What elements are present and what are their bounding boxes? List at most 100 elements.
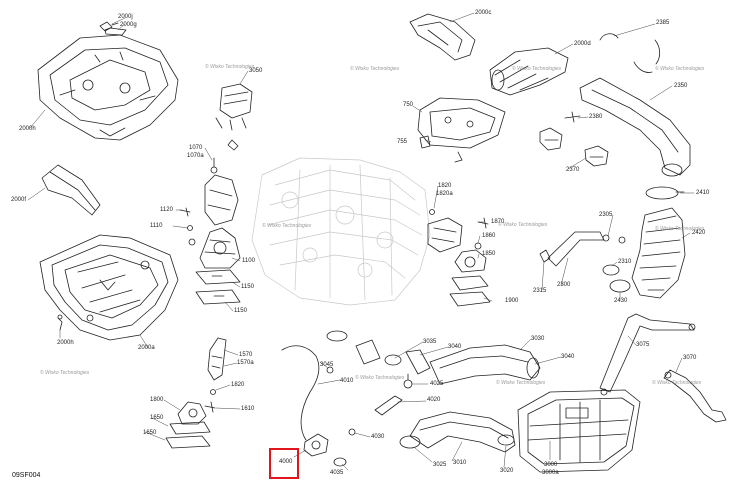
label-1860: 1860 <box>482 233 496 239</box>
part-2310-clamp <box>602 264 620 276</box>
part-4000-valve <box>303 433 329 457</box>
part-1870-bolt <box>477 217 489 229</box>
label-1610: 1610 <box>241 406 255 412</box>
part-1650-plates <box>165 421 211 449</box>
label-1820b: 1820 <box>231 382 245 388</box>
part-1900-plates <box>449 275 491 307</box>
label-3010: 3010 <box>453 460 467 466</box>
part-2370-brackets <box>539 127 609 167</box>
highlight-box <box>269 448 299 479</box>
diagram-code: 09SF004 <box>12 472 41 479</box>
label-2410: 2410 <box>696 190 710 196</box>
label-3020: 3020 <box>500 468 514 474</box>
part-3050-module <box>215 83 253 151</box>
label-2315: 2315 <box>533 288 547 294</box>
label-2380: 2380 <box>589 114 603 120</box>
label-1650b: 1650 <box>143 430 157 436</box>
label-4010: 4010 <box>340 378 354 384</box>
part-3020-clamp <box>497 434 515 446</box>
label-1650: 1650 <box>150 415 164 421</box>
label-1070a: 1070a <box>187 153 204 159</box>
part-1800-mount <box>177 401 207 425</box>
label-3070: 3070 <box>683 355 697 361</box>
label-3040: 3040 <box>448 344 462 350</box>
part-3075-tube <box>599 313 696 396</box>
label-3050: 3050 <box>249 68 263 74</box>
part-755-clip <box>419 135 431 149</box>
label-1850: 1850 <box>482 251 496 257</box>
label-1820a: 1820a <box>436 191 453 197</box>
part-2000h-top-cover <box>37 34 179 141</box>
leader-lines <box>27 12 695 471</box>
part-2420-flex-hose <box>631 207 686 299</box>
part-1850-mount <box>454 249 487 273</box>
label-3035: 3035 <box>423 339 437 345</box>
label-1100: 1100 <box>242 258 255 264</box>
part-2315-fitting <box>539 249 551 263</box>
label-4035: 4035 <box>330 470 344 476</box>
part-3010-tube <box>409 411 516 453</box>
engine-block <box>251 157 431 306</box>
part-3025-clamp <box>399 435 421 449</box>
part-2000c-duct <box>409 13 476 61</box>
part-3030-tube <box>429 344 541 385</box>
watermark: © Wisko Technologies <box>655 226 705 232</box>
label-2385: 2385 <box>656 20 670 26</box>
part-2305-fitting <box>602 234 626 244</box>
label-2000d: 2000d <box>574 41 591 47</box>
label-2000j: 2000j <box>118 14 133 20</box>
watermark: © Wisko Technologies <box>652 380 702 386</box>
label-1070: 1070 <box>189 145 203 151</box>
label-2000h-bolt: 2000h <box>57 340 74 346</box>
part-2000a-oil-pan <box>39 234 179 341</box>
part-2350-air-tube <box>579 77 691 177</box>
watermark: © Wisko Technologies <box>496 380 546 386</box>
part-3045-clamp <box>326 366 334 374</box>
label-2305: 2305 <box>599 212 613 218</box>
label-3075: 3075 <box>636 342 650 348</box>
label-750: 750 <box>403 102 414 108</box>
part-1820-washer <box>210 389 216 395</box>
label-1570: 1570 <box>239 352 253 358</box>
part-1820-bracket <box>427 209 463 253</box>
part-1150-plates <box>195 269 241 305</box>
part-4020-fitting <box>374 395 403 416</box>
label-2000g: 2000g <box>120 22 137 28</box>
part-3070-tube <box>663 369 727 423</box>
part-1120-1110-fasteners <box>179 207 196 246</box>
watermark: © Wisko Technologies <box>205 64 255 70</box>
label-3040b: 3040 <box>561 354 575 360</box>
label-1900: 1900 <box>505 298 519 304</box>
label-1820: 1820 <box>438 183 452 189</box>
part-750-bracket <box>417 97 506 163</box>
part-2000h-bolt <box>57 314 63 331</box>
label-4000[interactable]: 4000 <box>279 459 293 465</box>
part-3000-intercooler <box>517 389 641 473</box>
part-1610-bolt <box>204 401 216 413</box>
label-1800: 1800 <box>150 397 164 403</box>
label-1110: 1110 <box>150 223 163 229</box>
label-3025: 3025 <box>433 462 447 468</box>
part-2000j <box>99 21 119 32</box>
label-2300: 2300 <box>557 282 571 288</box>
watermark: © Wisko Technologies <box>355 375 405 381</box>
label-2350: 2350 <box>674 83 688 89</box>
part-2000g <box>104 27 127 36</box>
label-1870: 1870 <box>491 219 505 225</box>
label-2000f: 2000f <box>11 197 27 203</box>
part-2000f-duct <box>41 164 101 216</box>
part-1100-mount <box>199 227 241 269</box>
label-2000a: 2000a <box>138 345 155 351</box>
label-4030: 4030 <box>371 434 385 440</box>
part-2000d-duct <box>489 47 569 96</box>
part-4010-line <box>281 345 320 441</box>
part-2385-clamps <box>599 33 661 73</box>
label-2370: 2370 <box>566 167 580 173</box>
watermark: © Wisko Technologies <box>655 66 705 72</box>
watermark: © Wisko Technologies <box>512 66 562 72</box>
part-2380-fasteners <box>564 111 581 123</box>
part-1070-bracket <box>204 157 239 226</box>
label-2000h-top: 2000h <box>19 126 36 132</box>
